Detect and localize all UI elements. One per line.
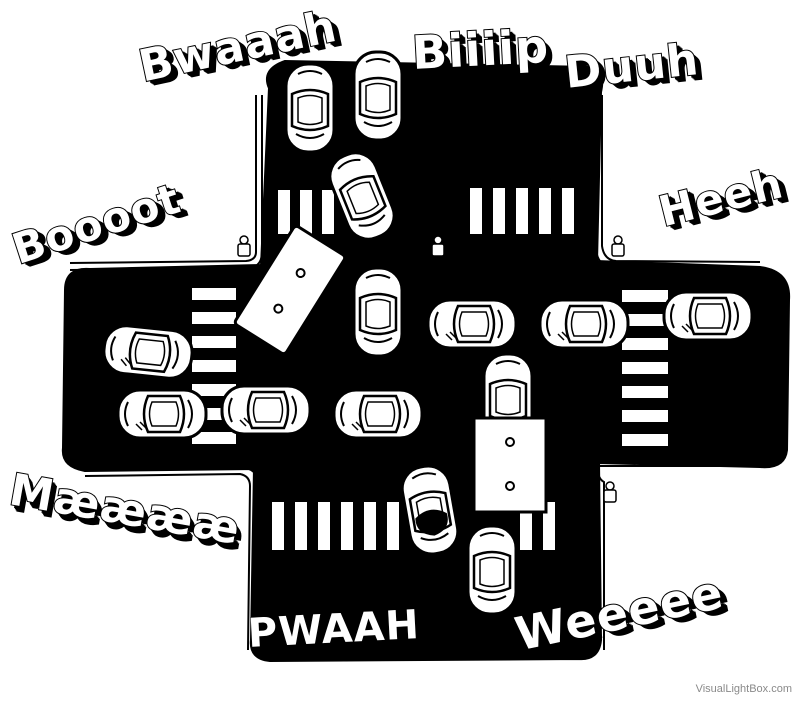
car-east-1 bbox=[426, 298, 518, 350]
sound-effect-pwaah: PWAAH bbox=[246, 602, 421, 658]
sound-effect-biiiip: Biiiip bbox=[410, 18, 552, 81]
crosswalk-east bbox=[622, 290, 668, 446]
car-west-4 bbox=[332, 388, 424, 440]
pedestrian-n bbox=[431, 235, 445, 257]
sidewalk-curbs bbox=[69, 95, 761, 651]
crosswalk-south bbox=[272, 502, 555, 550]
car-south-1 bbox=[466, 524, 518, 616]
car-west-2 bbox=[116, 388, 208, 440]
car-east-3 bbox=[662, 290, 754, 342]
truck-diagonal bbox=[233, 224, 347, 356]
car-north-2 bbox=[352, 50, 404, 142]
car-north-1 bbox=[284, 62, 336, 154]
crosswalk-north-right bbox=[470, 188, 574, 234]
crosswalk-north-left bbox=[278, 190, 334, 234]
intersection-road bbox=[61, 59, 791, 663]
car-crashed bbox=[397, 461, 463, 559]
car-west-3 bbox=[220, 384, 312, 436]
car-east-2 bbox=[538, 298, 630, 350]
pedestrian-nw bbox=[237, 235, 251, 257]
watermark-text: VisualLightBox.com bbox=[695, 683, 792, 695]
car-west-1 bbox=[100, 322, 196, 382]
pedestrian-ne bbox=[611, 235, 625, 257]
car-center bbox=[352, 266, 404, 358]
pedestrian-se bbox=[603, 481, 617, 503]
truck-south bbox=[472, 416, 548, 514]
